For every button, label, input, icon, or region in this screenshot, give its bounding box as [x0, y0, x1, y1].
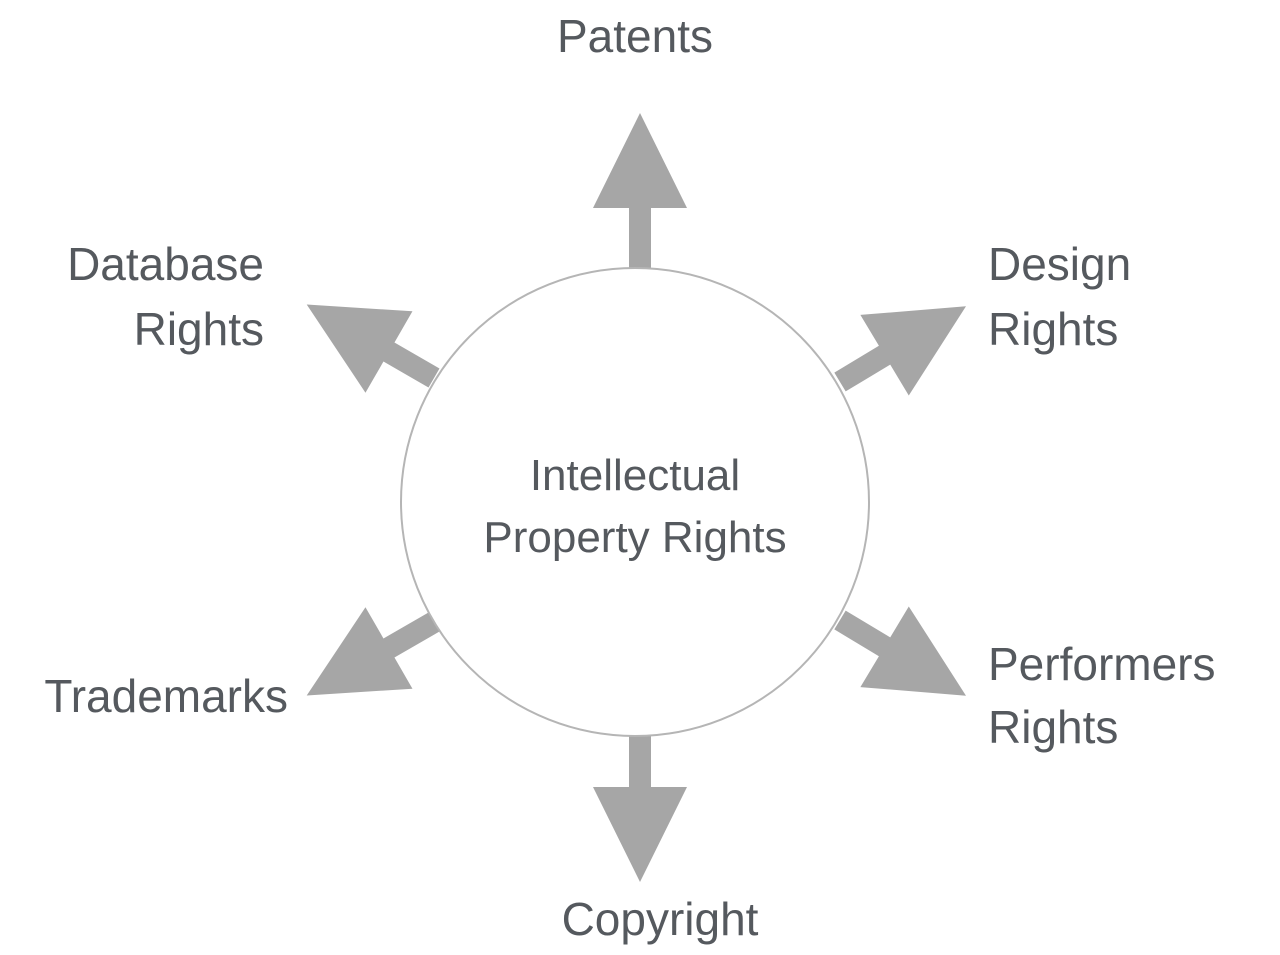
patents-label: Patents: [557, 10, 713, 62]
center-label-line2: Property Rights: [483, 513, 786, 562]
database-rights-label-line2: Rights: [134, 303, 264, 355]
performers-rights-label-line2: Rights: [988, 701, 1118, 753]
center-circle: [400, 267, 870, 737]
design-rights-label-line1: Design: [988, 238, 1131, 290]
design-rights-label-line2: Rights: [988, 303, 1118, 355]
trademarks-label: Trademarks: [44, 670, 288, 722]
arrow-to-copyright: [593, 735, 687, 882]
arrow-to-patents: [593, 113, 687, 270]
copyright-label: Copyright: [562, 893, 759, 945]
database-rights-label-line1: Database: [67, 238, 264, 290]
arrow-to-trademarks: [306, 607, 440, 696]
arrow-to-database-rights: [306, 304, 440, 393]
arrow-to-design-rights: [834, 306, 967, 396]
arrow-to-performers-rights: [834, 606, 967, 696]
center-label-line1: Intellectual: [530, 451, 740, 500]
performers-rights-label-line1: Performers: [988, 638, 1215, 690]
